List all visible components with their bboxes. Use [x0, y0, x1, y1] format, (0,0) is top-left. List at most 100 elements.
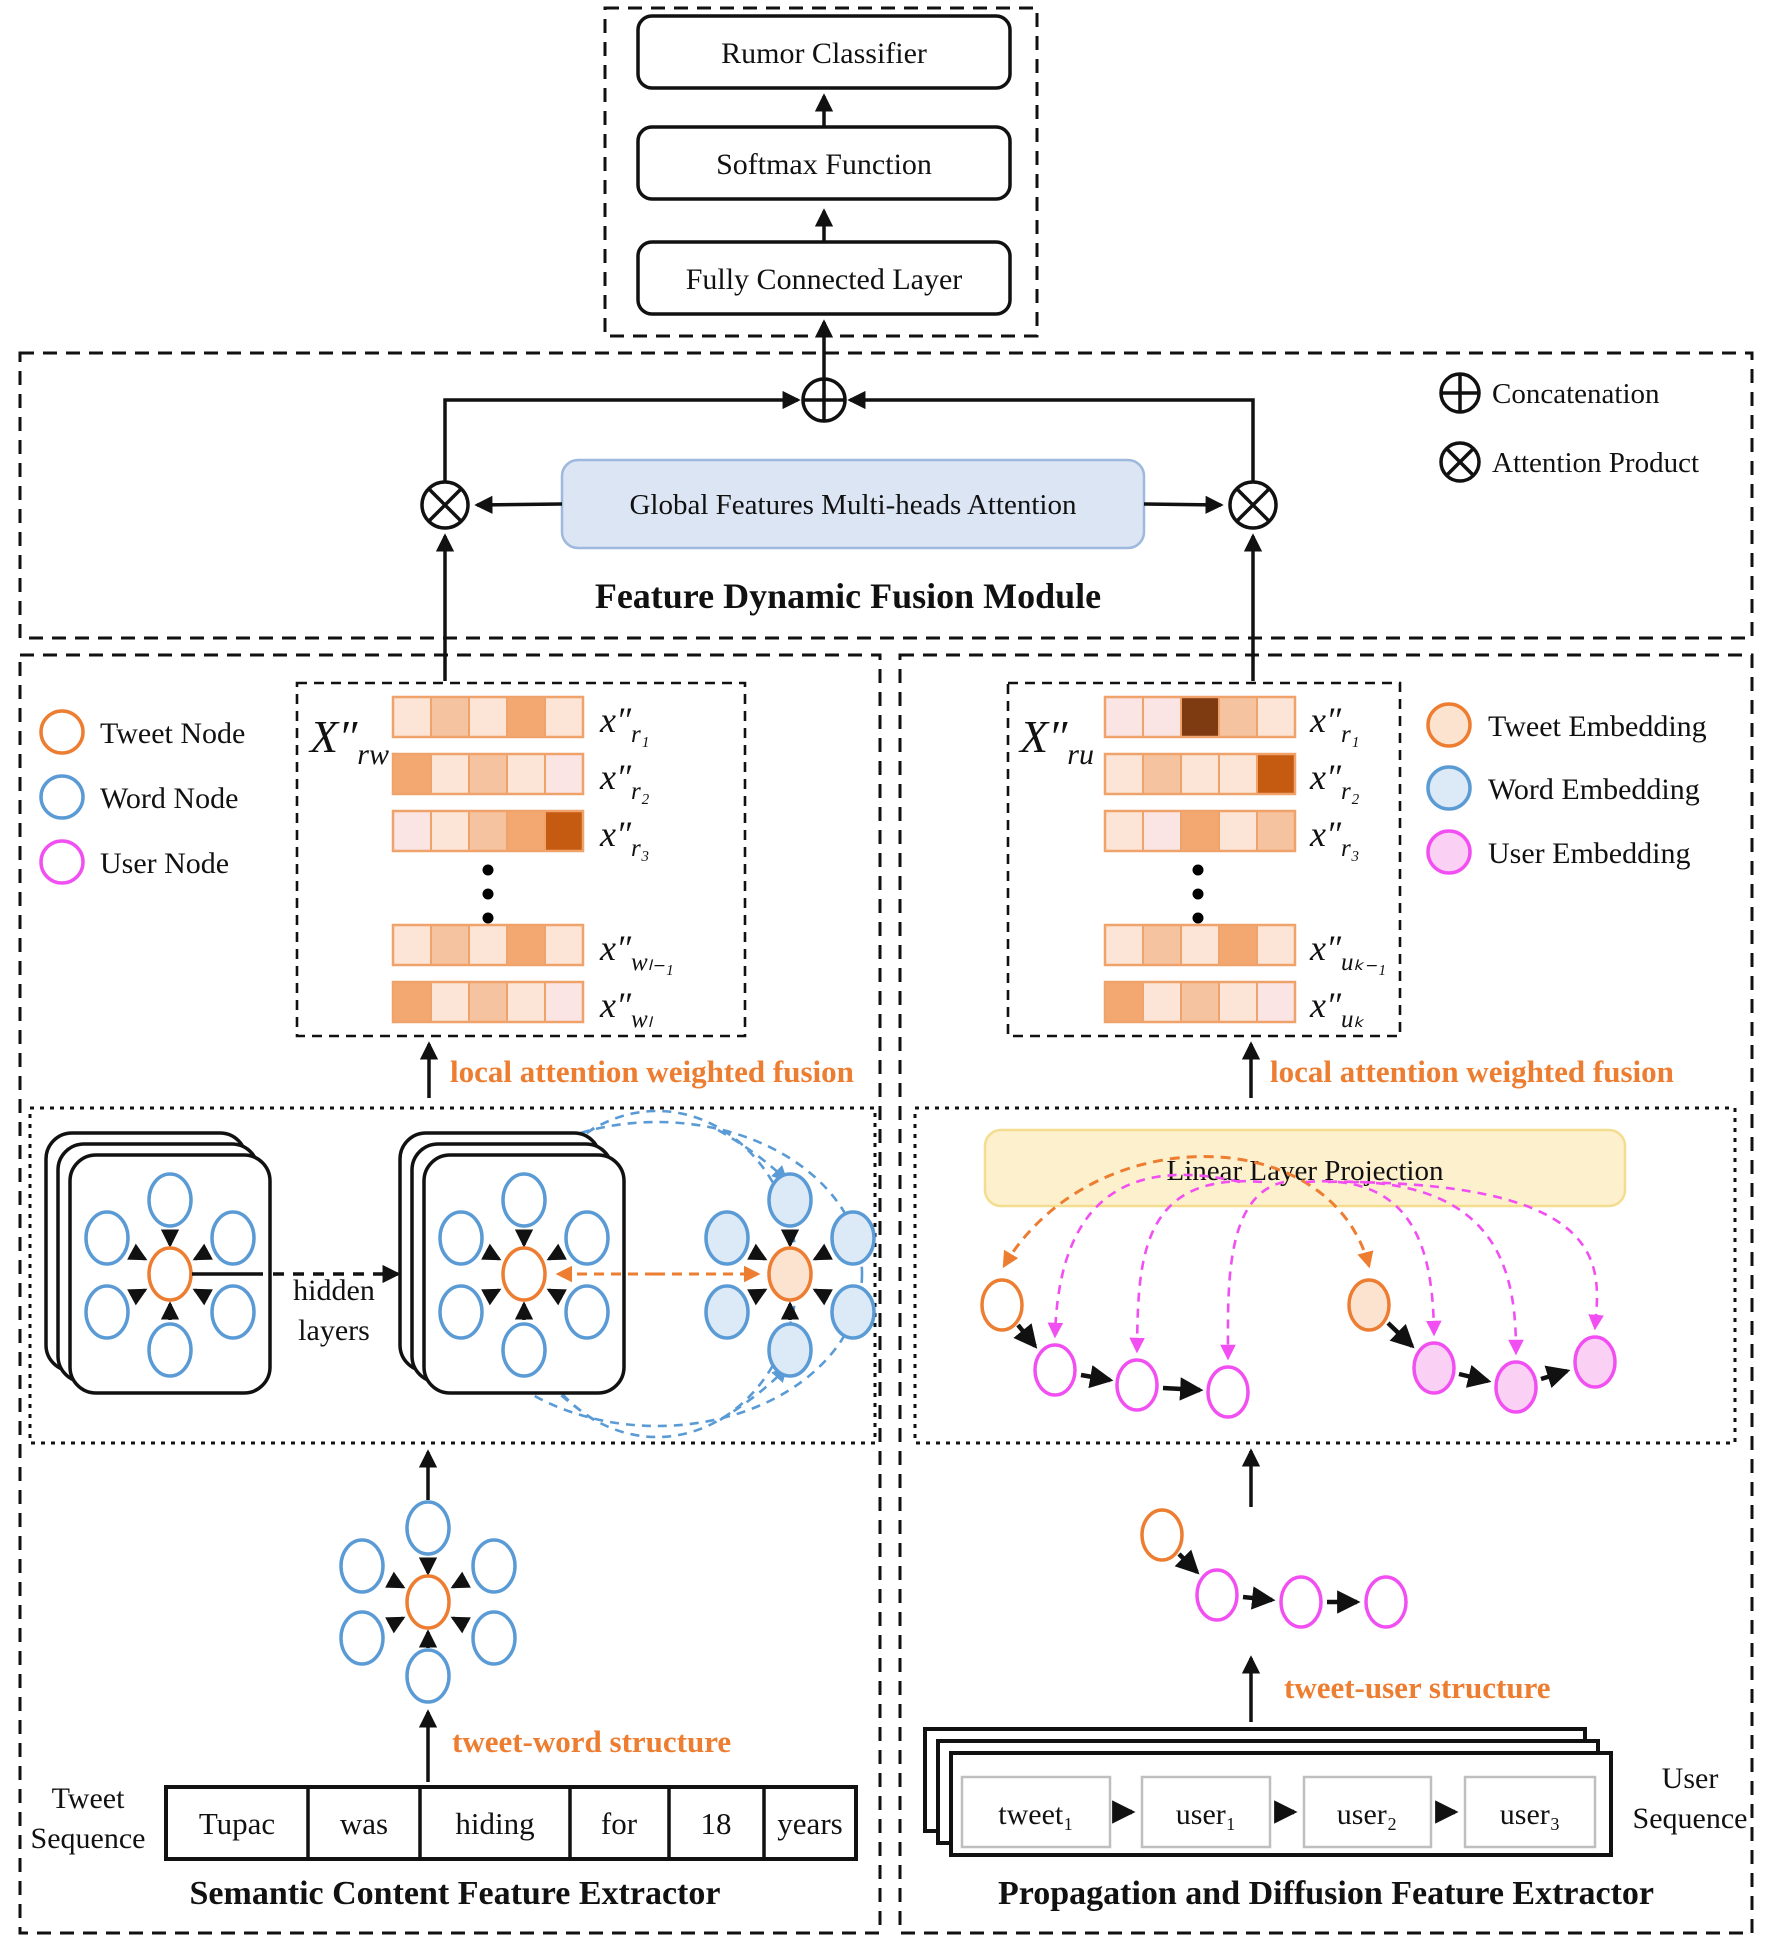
row-label: x″r₃ [1309, 814, 1359, 862]
heatmap-cell [1256, 696, 1296, 738]
heatmap-row [1103, 923, 1297, 967]
heatmap-cell [468, 810, 508, 852]
concatenation-symbol [801, 377, 847, 423]
semantic-border [18, 653, 882, 1935]
heatmap-row [1103, 695, 1297, 739]
heatmap-cell [1180, 753, 1220, 795]
user-node [1195, 1568, 1239, 1622]
attention-product-symbol-right [1228, 480, 1278, 530]
attention-product-icon [1439, 441, 1481, 483]
user-sequence-label: Sequence [1633, 1802, 1748, 1835]
word-node-icon [39, 774, 85, 820]
heatmap-cell [430, 981, 470, 1023]
word-cell: years [777, 1806, 842, 1841]
tweet-node [501, 1246, 547, 1302]
ellipsis-dot [482, 888, 494, 900]
row-label: x″uₖ [1309, 985, 1364, 1033]
tweet-node [1140, 1508, 1184, 1562]
heatmap-cell [1256, 810, 1296, 852]
tweet-word-graph-layerN [438, 1172, 610, 1378]
heatmap-cell [1180, 696, 1220, 738]
gnn-box-border [28, 1106, 877, 1445]
word-cell: for [601, 1806, 638, 1841]
hidden-layers-label: hidden [293, 1274, 375, 1307]
tweet-node [767, 1246, 813, 1302]
heatmap-cell [1104, 981, 1144, 1023]
heatmap-cell [1218, 753, 1258, 795]
word-cell: 18 [701, 1806, 732, 1841]
tweet-sequence-label: Tweet [52, 1782, 126, 1815]
semantic-extractor-section: Tweet Node Word Node User Node X″rw x″r₁ [18, 653, 882, 1935]
row-label: x″r₃ [599, 814, 649, 862]
heatmap-cell [1218, 981, 1258, 1023]
heatmap-cell [506, 753, 546, 795]
heatmap-cell [468, 981, 508, 1023]
local-attention-label-right: local attention weighted fusion [1270, 1054, 1674, 1089]
tweet-user-structure-graph [1140, 1508, 1408, 1629]
heatmap-cell [1142, 981, 1182, 1023]
word-cell: was [340, 1806, 388, 1841]
heatmap-cell [544, 753, 584, 795]
heatmap-cell [1104, 924, 1144, 966]
fusion-title: Feature Dynamic Fusion Module [595, 576, 1101, 616]
heatmap-cell [1142, 810, 1182, 852]
sequence-item: user₃ [1500, 1798, 1560, 1831]
fusion-legend: Concatenation Attention Product [1439, 372, 1699, 483]
propagation-matrix: X″ru x″r₁ x″r₂ x″r₃ [1006, 681, 1402, 1038]
global-attention-label: Global Features Multi-heads Attention [629, 489, 1077, 521]
user-node [1206, 1365, 1250, 1419]
fully-connected-box [636, 240, 1012, 316]
legend-user-node: User Node [100, 847, 229, 880]
user-node [1364, 1575, 1408, 1629]
row-label: x″uₖ₋₁ [1309, 928, 1386, 976]
user-embedding-icon [1426, 829, 1472, 875]
ellipsis-dot [482, 864, 494, 876]
tweet-word-graph-layer1 [84, 1172, 256, 1378]
user-node [1279, 1575, 1323, 1629]
tweet-node [1347, 1278, 1391, 1332]
heatmap-cell [1180, 981, 1220, 1023]
heatmap-cell [506, 924, 546, 966]
projection-box-group: Linear Layer Projection [913, 1106, 1737, 1445]
heatmap-cell [1180, 810, 1220, 852]
tweet-sequence-label: Sequence [31, 1822, 146, 1855]
legend-user-embedding: User Embedding [1488, 837, 1690, 870]
projection-border [913, 1106, 1737, 1445]
classifier-head: Rumor Classifier Softmax Function Fully … [603, 6, 1039, 338]
row-label: x″r₂ [599, 757, 650, 805]
heatmap-cell [506, 810, 546, 852]
tweet-node-icon [39, 709, 85, 755]
row-label: x″r₁ [599, 700, 649, 748]
tweet-node [405, 1574, 451, 1630]
word-cell: Tupac [199, 1806, 275, 1841]
tweet-node [980, 1278, 1024, 1332]
tweet-word-graph-embedded [704, 1172, 876, 1378]
heatmap-cell [506, 981, 546, 1023]
ellipsis-dot [1192, 912, 1204, 924]
user-node [1115, 1358, 1159, 1412]
sequence-row [164, 1785, 858, 1861]
ellipsis-dot [1192, 888, 1204, 900]
propagation-extractor-section: X″ru x″r₁ x″r₂ x″r₃ [898, 653, 1754, 1935]
legend-word-node: Word Node [100, 782, 238, 815]
linear-projection-box [983, 1128, 1627, 1208]
heatmap-cell [1142, 924, 1182, 966]
heatmap-cell [468, 753, 508, 795]
tweet-node [147, 1246, 193, 1302]
ellipsis-dot [482, 912, 494, 924]
attention-arc [1327, 1180, 1524, 1356]
heatmap-cell [506, 696, 546, 738]
heatmap-cell [392, 924, 432, 966]
heatmap-cell [544, 924, 584, 966]
tweet-user-chain-embedded [1347, 1278, 1617, 1414]
semantic-matrix-border [295, 681, 747, 1038]
sequence-cell [1463, 1775, 1597, 1849]
heatmap-cell [544, 981, 584, 1023]
row-label: x″r₂ [1309, 757, 1360, 805]
row-label: x″r₁ [1309, 700, 1359, 748]
attention-arc [1129, 1179, 1263, 1354]
legend-attention-product: Attention Product [1492, 447, 1699, 479]
heatmap-cell [430, 753, 470, 795]
user-sequence: tweet₁ user₁ user₂ user₃ User Sequence [923, 1727, 1748, 1857]
